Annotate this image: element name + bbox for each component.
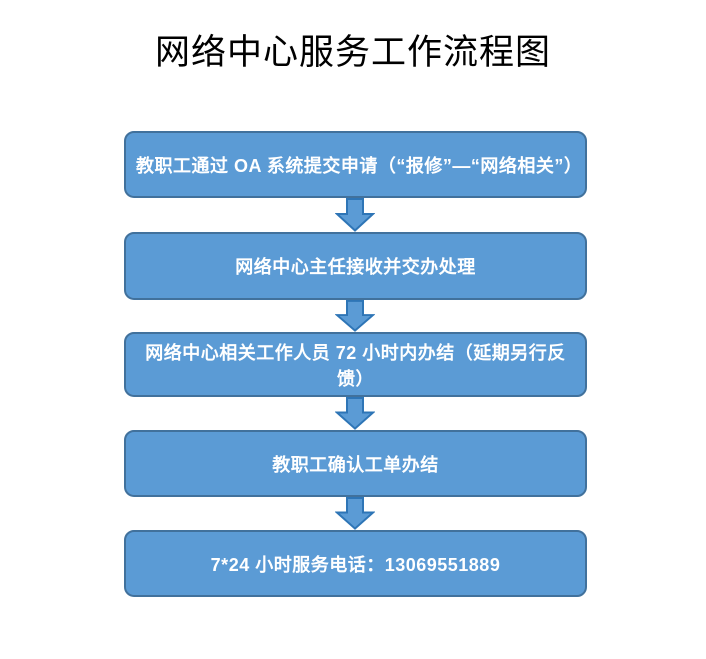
- flow-step-label: 教职工确认工单办结: [272, 454, 439, 475]
- flow-step-label: 7*24 小时服务电话：13069551889: [210, 554, 501, 575]
- flow-step-submit-request: 教职工通过 OA 系统提交申请（“报修”—“网络相关”）: [124, 131, 587, 198]
- down-arrow-icon: [335, 497, 375, 530]
- flow-step-staff-resolve: 网络中心相关工作人员 72 小时内办结（延期另行反馈）: [124, 332, 587, 397]
- flow-step-confirm-ticket: 教职工确认工单办结: [124, 430, 587, 497]
- down-arrow-icon: [335, 198, 375, 232]
- flow-step-label: 网络中心相关工作人员 72 小时内办结（延期另行反馈）: [145, 342, 566, 389]
- down-arrow-icon: [335, 300, 375, 332]
- flow-step-service-phone: 7*24 小时服务电话：13069551889: [124, 530, 587, 597]
- flow-step-label: 教职工通过 OA 系统提交申请（“报修”—“网络相关”）: [136, 155, 583, 176]
- page-title: 网络中心服务工作流程图: [154, 33, 551, 72]
- flow-step-director-assign: 网络中心主任接收并交办处理: [124, 232, 587, 300]
- flow-step-label: 网络中心主任接收并交办处理: [235, 257, 476, 277]
- down-arrow-icon: [335, 397, 375, 430]
